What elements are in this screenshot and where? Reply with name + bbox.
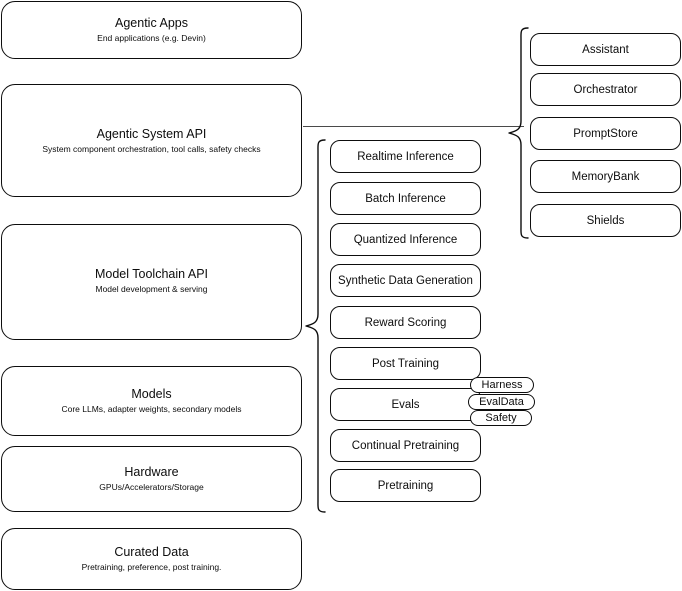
evals-subcomponent-label: EvalData xyxy=(479,395,524,408)
stack-box-hardware[interactable]: Hardware GPUs/Accelerators/Storage xyxy=(1,446,302,512)
capability-label: Post Training xyxy=(371,357,440,370)
stack-box-model-toolchain-api[interactable]: Model Toolchain API Model development & … xyxy=(1,224,302,340)
stack-box-models[interactable]: Models Core LLMs, adapter weights, secon… xyxy=(1,366,302,436)
system-component-box-memorybank[interactable]: MemoryBank xyxy=(530,160,681,193)
bracket-toolchain-capabilities xyxy=(305,139,326,513)
capability-box-realtime-inference[interactable]: Realtime Inference xyxy=(330,140,481,173)
capability-box-pretraining[interactable]: Pretraining xyxy=(330,469,481,502)
capability-label: Batch Inference xyxy=(365,192,446,205)
capability-box-quantized-inference[interactable]: Quantized Inference xyxy=(330,223,481,256)
capability-box-synthetic-data-generation[interactable]: Synthetic Data Generation xyxy=(330,264,481,297)
system-component-label: Assistant xyxy=(582,43,629,56)
evals-subcomponent-label: Harness xyxy=(481,378,523,391)
stack-box-title: Agentic Apps xyxy=(115,16,188,30)
capability-box-reward-scoring[interactable]: Reward Scoring xyxy=(330,306,481,339)
stack-box-subtitle: End applications (e.g. Devin) xyxy=(97,33,206,43)
stack-box-subtitle: Model development & serving xyxy=(95,284,208,294)
system-component-box-promptstore[interactable]: PromptStore xyxy=(530,117,681,150)
capability-label: Quantized Inference xyxy=(353,233,458,246)
capability-label: Continual Pretraining xyxy=(351,439,460,452)
capability-label: Synthetic Data Generation xyxy=(338,274,473,287)
system-component-box-assistant[interactable]: Assistant xyxy=(530,33,681,66)
capability-box-post-training[interactable]: Post Training xyxy=(330,347,481,380)
capability-box-evals[interactable]: Evals xyxy=(330,388,481,421)
system-component-label: PromptStore xyxy=(573,127,638,140)
system-component-label: Orchestrator xyxy=(573,83,638,96)
evals-subcomponent-label: Safety xyxy=(485,411,517,424)
stack-box-subtitle: GPUs/Accelerators/Storage xyxy=(99,482,204,492)
stack-box-text-group: Model Toolchain API Model development & … xyxy=(2,267,301,295)
capability-label: Reward Scoring xyxy=(364,316,447,329)
bracket-system-components xyxy=(508,27,529,239)
capability-label: Realtime Inference xyxy=(357,150,454,163)
stack-box-title: Agentic System API xyxy=(96,127,207,141)
capability-box-batch-inference[interactable]: Batch Inference xyxy=(330,182,481,215)
stack-box-title: Model Toolchain API xyxy=(94,267,209,281)
system-component-label: Shields xyxy=(586,214,625,227)
stack-box-text-group: Agentic System API System component orch… xyxy=(2,127,301,155)
stack-box-subtitle: Core LLMs, adapter weights, secondary mo… xyxy=(61,404,242,414)
stack-box-curated-data[interactable]: Curated Data Pretraining, preference, po… xyxy=(1,528,302,590)
system-component-box-shields[interactable]: Shields xyxy=(530,204,681,237)
stack-box-subtitle: Pretraining, preference, post training. xyxy=(81,562,222,572)
stack-box-subtitle: System component orchestration, tool cal… xyxy=(42,144,261,154)
capability-box-continual-pretraining[interactable]: Continual Pretraining xyxy=(330,429,481,462)
capability-label: Evals xyxy=(391,398,420,411)
stack-box-title: Hardware xyxy=(124,465,179,479)
capability-label: Pretraining xyxy=(377,479,434,492)
evals-subcomponent-evaldata[interactable]: EvalData xyxy=(468,394,535,410)
connector-line-system-api-to-components xyxy=(303,126,524,127)
stack-box-title: Curated Data xyxy=(114,545,189,559)
stack-box-title: Models xyxy=(131,387,172,401)
stack-box-agentic-system-api[interactable]: Agentic System API System component orch… xyxy=(1,84,302,197)
system-component-box-orchestrator[interactable]: Orchestrator xyxy=(530,73,681,106)
evals-subcomponent-safety[interactable]: Safety xyxy=(470,410,532,426)
system-component-label: MemoryBank xyxy=(571,170,640,183)
stack-box-agentic-apps[interactable]: Agentic Apps End applications (e.g. Devi… xyxy=(1,1,302,59)
evals-subcomponent-harness[interactable]: Harness xyxy=(470,377,534,393)
